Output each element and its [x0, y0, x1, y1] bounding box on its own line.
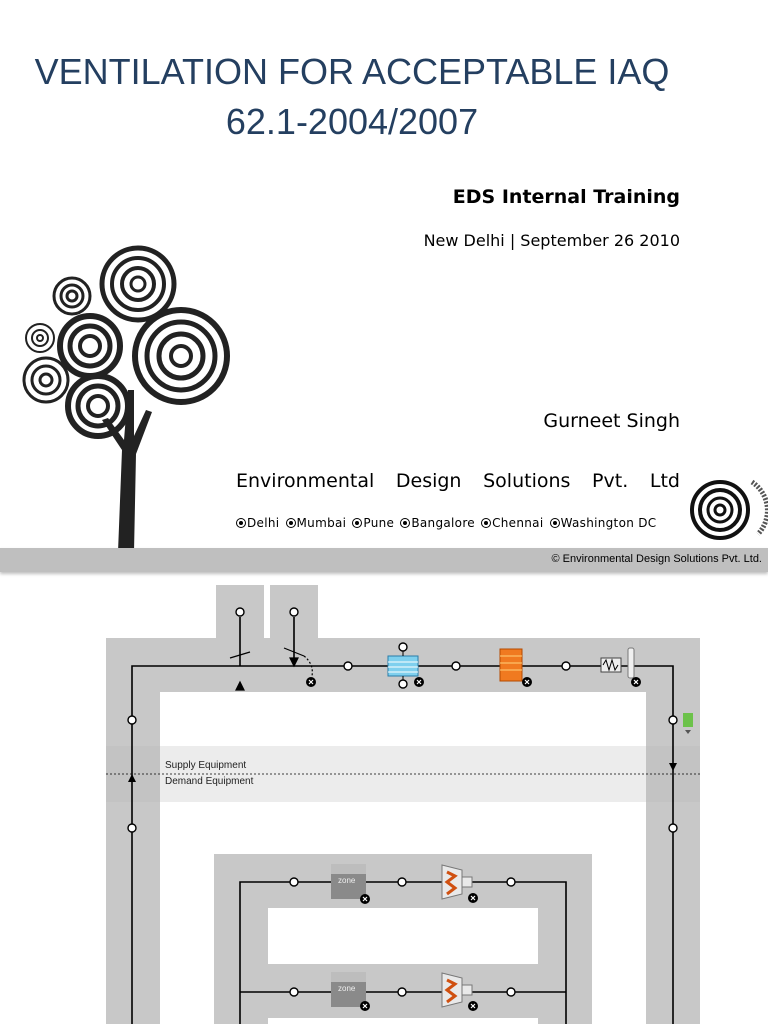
fan-icon — [600, 647, 635, 679]
bullet-icon — [400, 518, 411, 528]
reheat-terminal-icons — [441, 864, 473, 1008]
air-loop-diagram — [106, 585, 700, 1024]
title-slide: VENTILATION FOR ACCEPTABLE IAQ 62.1-2004… — [0, 51, 768, 572]
city: Chennai — [492, 516, 544, 530]
presenter-name: Gurneet Singh — [543, 410, 680, 432]
city: Mumbai — [296, 516, 347, 530]
slide-title-line1: VENTILATION FOR ACCEPTABLE IAQ — [34, 51, 670, 92]
bullet-icon — [352, 518, 363, 528]
company-word: Ltd — [649, 470, 680, 492]
damper-icons — [229, 647, 313, 691]
company-word: Design — [395, 470, 462, 492]
city: Bangalore — [411, 516, 475, 530]
bullet-icon — [549, 518, 560, 528]
company-word: Environmental — [236, 470, 375, 492]
copyright-text: © Environmental Design Solutions Pvt. Lt… — [551, 553, 763, 565]
city: Pune — [363, 516, 395, 530]
company-word: Solutions — [483, 470, 571, 492]
close-icon — [306, 677, 641, 1011]
eds-logo — [690, 479, 768, 540]
company-name: Environmental Design Solutions Pvt. Ltd — [236, 470, 680, 492]
cooling-coil-icon — [387, 651, 419, 680]
spiral-tree-illustration — [22, 245, 230, 552]
office-cities: Delhi Mumbai Pune Bangalore Chennai Wash… — [236, 516, 658, 530]
setpoint-manager-icon — [683, 713, 693, 734]
slide-title-line2: 62.1-2004/2007 — [225, 101, 479, 142]
bullet-icon — [285, 518, 296, 528]
supply-equipment-label: Supply Equipment — [165, 760, 247, 771]
node-circles — [127, 607, 678, 997]
demand-equipment-label: Demand Equipment — [165, 776, 254, 787]
city: Delhi — [247, 516, 280, 530]
zone-label: zone — [338, 876, 356, 885]
training-label: EDS Internal Training — [452, 186, 680, 208]
bullet-icon — [236, 518, 246, 528]
bullet-icon — [481, 518, 492, 528]
company-word: Pvt. — [592, 470, 629, 492]
slide-footer: © Environmental Design Solutions Pvt. Lt… — [0, 548, 768, 572]
flow-arrows — [128, 763, 677, 782]
zone-label: zone — [338, 984, 356, 993]
place-date: New Delhi | September 26 2010 — [423, 231, 680, 250]
city: Washington DC — [560, 516, 657, 530]
zone-boxes — [331, 864, 366, 1007]
heating-coil-icon — [499, 648, 523, 682]
